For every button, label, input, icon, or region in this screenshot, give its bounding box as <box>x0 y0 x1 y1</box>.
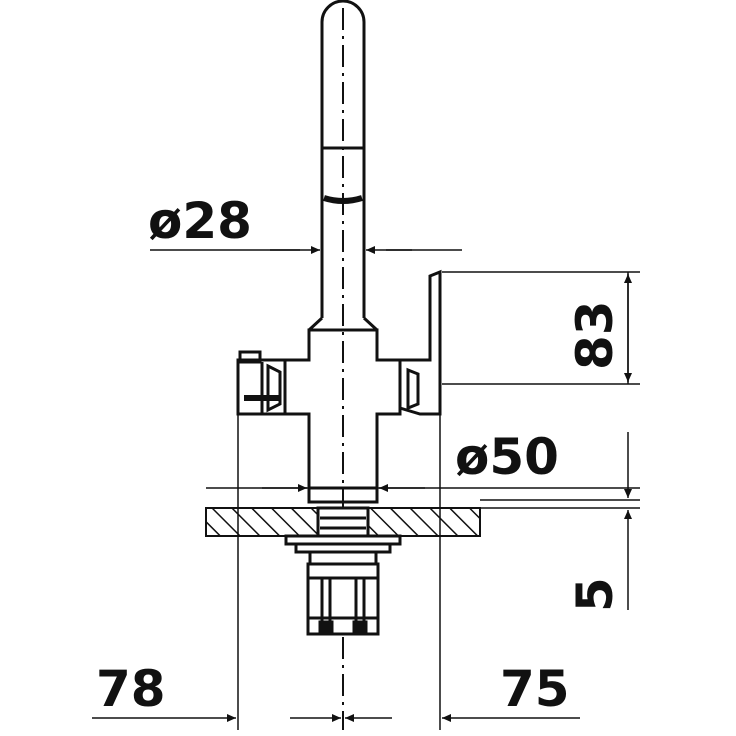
dimension-right-offset: 75 <box>345 660 580 722</box>
side-button <box>236 350 287 416</box>
countertop <box>205 507 481 537</box>
dimension-label-left-offset: 78 <box>96 660 166 718</box>
dimension-countertop-thickness: 5 <box>566 432 632 612</box>
dimension-label-right-offset: 75 <box>500 660 570 718</box>
lever-handle <box>398 269 442 416</box>
mounting-nut <box>306 562 380 636</box>
mounting-shank <box>284 506 402 566</box>
dimension-lever-height: 83 <box>566 272 632 384</box>
spout-tube <box>307 0 379 332</box>
dimension-label-body-diameter: ø50 <box>455 428 559 486</box>
dimension-body-diameter: ø50 <box>262 428 559 492</box>
dimension-label-countertop-thickness: 5 <box>566 577 624 612</box>
dimension-label-spout-diameter: ø28 <box>148 192 252 250</box>
dimension-spout-diameter: ø28 <box>148 192 412 254</box>
dimension-label-lever-height: 83 <box>566 300 624 370</box>
dimension-left-offset: 78 <box>92 660 341 722</box>
